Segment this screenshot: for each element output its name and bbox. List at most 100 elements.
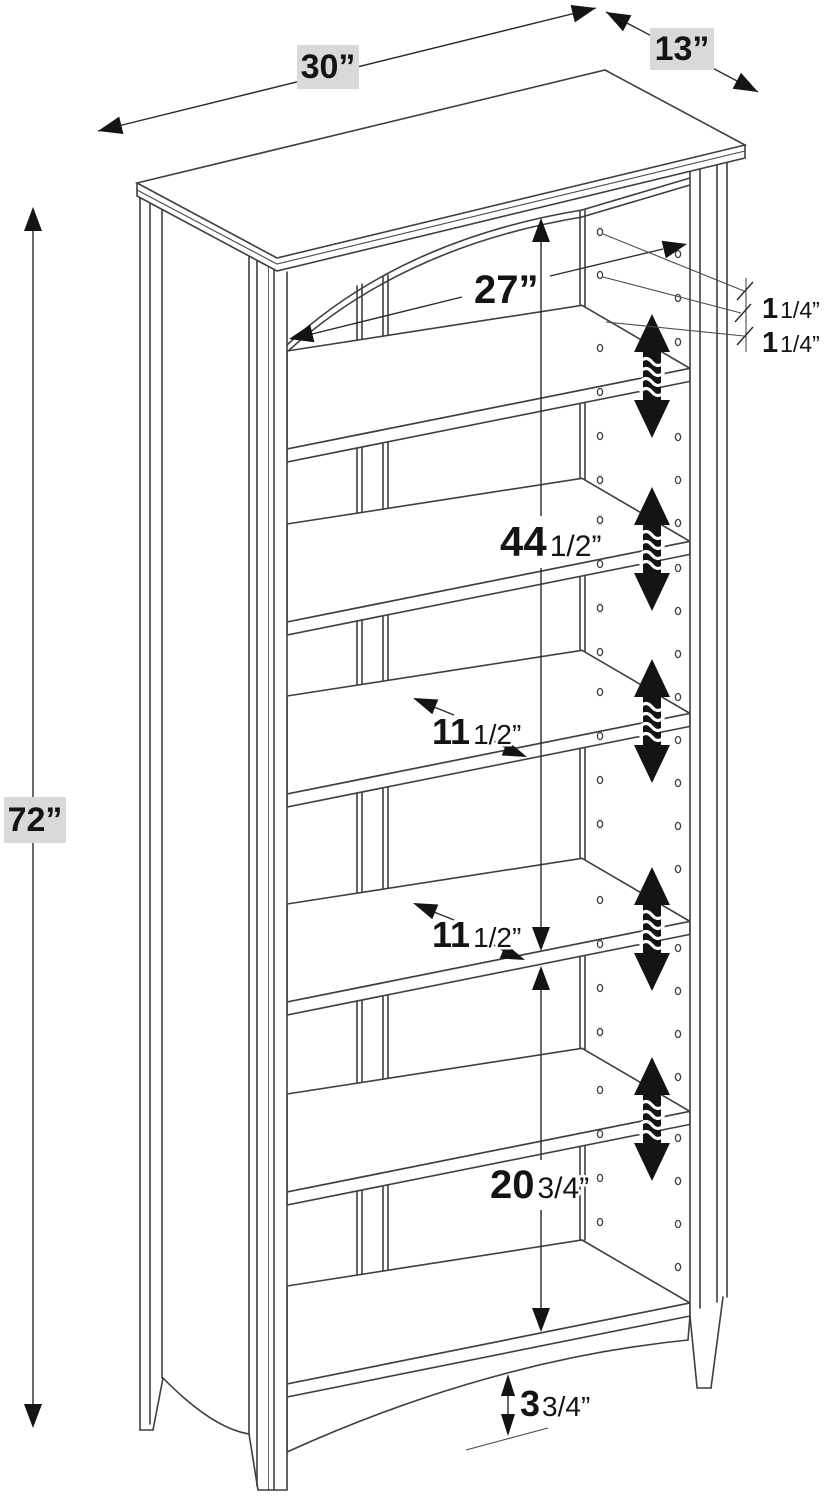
shelf-pin-hole (674, 475, 682, 485)
arrowhead-icon (413, 903, 439, 920)
bottom-clearance-dimension: 33/4” (465, 1374, 593, 1451)
interior-width-label: 27” (474, 268, 539, 312)
arrowhead-icon (532, 1308, 550, 1332)
shelf-pin-hole (596, 515, 604, 525)
arrow-flex-mark (638, 721, 666, 733)
arrow-down-head (634, 745, 670, 783)
shelf-pin-hole (596, 647, 604, 657)
height-label: 72” (8, 801, 63, 839)
arrow-flex-mark (638, 1099, 666, 1111)
arrowhead-icon (570, 5, 596, 23)
arrow-shaft (643, 519, 661, 579)
arrow-flex-mark (638, 559, 666, 571)
depth-dimension: 13” (605, 11, 759, 93)
arrow-flex-mark (638, 731, 666, 743)
arrowhead-icon (532, 966, 550, 990)
arrow-down-head (634, 400, 670, 438)
arrow-up-head (634, 314, 670, 352)
arrow-flex-mark (638, 909, 666, 921)
arrow-flex-mark (638, 939, 666, 951)
label-background (650, 28, 714, 70)
arrowhead-icon (413, 698, 439, 715)
arrow-flex-mark (638, 701, 666, 713)
shelf-pin-hole (674, 986, 682, 996)
shelf-adjust-arrow-icon (634, 659, 670, 783)
shelf-pin-hole (596, 343, 604, 353)
bookcase-line-art (134, 69, 748, 1491)
arrow-flex-mark (638, 1119, 666, 1131)
shelf-pin-hole (596, 270, 604, 280)
shelf-pin-hole (674, 821, 682, 831)
shelf-pin-hole (674, 432, 682, 442)
shelf-pin-hole (596, 1129, 604, 1139)
depth-label: 13” (655, 30, 710, 68)
hole-spacing-bottom-label: 11/4” (762, 327, 820, 359)
arrow-up-head (634, 1057, 670, 1095)
shelf-pin-hole (674, 649, 682, 659)
front-right-stile (689, 161, 728, 1389)
arrow-flex-mark (638, 356, 666, 368)
arrowhead-icon (24, 207, 42, 231)
left-side-panel (139, 197, 269, 1491)
shelf-pin-hole (596, 559, 604, 569)
shelf-pin-hole (674, 778, 682, 788)
arrowhead-icon (289, 324, 315, 343)
arrowhead-icon (501, 740, 527, 757)
arrow-flex-mark (638, 549, 666, 561)
interior-width-dimension: 27” (289, 240, 687, 343)
arrow-flex-mark (638, 1129, 666, 1141)
bottom-clearance-label: 33/4” (520, 1383, 590, 1424)
shelf-pin-hole (674, 864, 682, 874)
arrow-flex-mark (638, 529, 666, 541)
shelf-pin-hole (596, 1085, 604, 1095)
arrowhead-icon (499, 943, 525, 960)
width-label: 30” (301, 48, 356, 86)
arrow-flex-mark (638, 929, 666, 941)
shelf-pin-holes (596, 227, 682, 1272)
shelf-pin-hole (674, 692, 682, 702)
arrowhead-icon (606, 12, 632, 32)
shelf-pin-hole (596, 983, 604, 993)
arrowhead-icon (661, 240, 687, 259)
arrow-shaft (643, 1089, 661, 1149)
shelf-pin-hole (596, 1217, 604, 1227)
shelf-pin-hole (674, 337, 682, 347)
arrow-flex-mark (638, 366, 666, 378)
arrowhead-icon (501, 1414, 515, 1436)
bottom-shelf-and-base (286, 1239, 693, 1453)
shelf-pin-hole (596, 1173, 604, 1183)
shelf-pin-hole (596, 895, 604, 905)
height-dimension: 72” (4, 207, 66, 1428)
front-left-stile (267, 262, 288, 1491)
arrowhead-icon (532, 927, 550, 951)
shelf-pin-hole (596, 819, 604, 829)
shelf-pin-hole (674, 563, 682, 573)
arrow-shaft (643, 346, 661, 406)
shelf-pin-hole (674, 1219, 682, 1229)
shelf-adjust-arrow-icon (634, 1057, 670, 1181)
shelf-pin-hole (674, 1176, 682, 1186)
width-dimension: 30” (97, 5, 597, 134)
arrowhead-icon (24, 1404, 42, 1428)
shelf-pin-hole (596, 939, 604, 949)
arrow-down-head (634, 573, 670, 611)
shelf-adjust-arrow-icon (634, 867, 670, 991)
arrow-down-head (634, 1143, 670, 1181)
shelf-pin-hole (674, 1072, 682, 1082)
shelf-pin-hole (596, 387, 604, 397)
shelf-adjust-arrow-icon (634, 314, 670, 438)
label-background (297, 45, 359, 89)
top-panel (134, 69, 748, 272)
shelf-adjust-arrow-icon (634, 487, 670, 611)
shelf-pin-hole (596, 731, 604, 741)
shelf-pin-hole (674, 735, 682, 745)
label-background (4, 797, 66, 843)
shelf-adjust-arrows (634, 314, 670, 1181)
